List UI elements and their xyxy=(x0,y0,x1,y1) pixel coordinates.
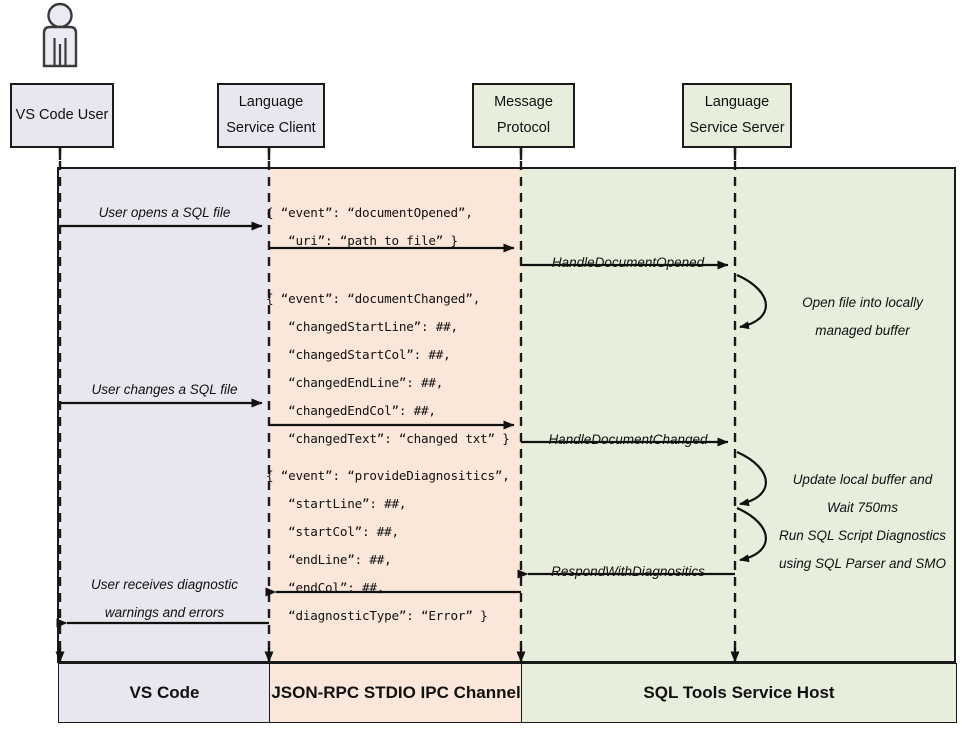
band-title-sql-tools-service-host[interactable]: SQL Tools Service Host xyxy=(521,663,957,723)
message-label-handle-document-changed: HandleDocumentChanged xyxy=(548,432,708,447)
note-open-file-line2: managed buffer xyxy=(815,323,910,338)
actor-label-line2: Service Server xyxy=(689,119,785,136)
json-payload-provide-diagnostics: { “event”: “provideDiagnositics”, “start… xyxy=(266,468,510,623)
actor-box-vs-code-user[interactable]: VS Code User xyxy=(10,83,114,148)
actor-label-line1: Message xyxy=(494,94,553,111)
actor-label-line1: VS Code User xyxy=(15,106,109,123)
json-payload-document-opened: { “event”: “documentOpened”, “uri”: “pat… xyxy=(266,205,473,248)
actor-label-line1: Language xyxy=(704,94,770,111)
band-title-vs-code[interactable]: VS Code xyxy=(58,663,271,723)
json-payload-document-changed: { “event”: “documentChanged”, “changedSt… xyxy=(266,291,510,446)
note-run-diagnostics-line2: using SQL Parser and SMO xyxy=(778,556,947,571)
band-label: JSON-RPC STDIO IPC Channel xyxy=(271,683,521,702)
background-bands xyxy=(57,167,956,663)
actor-box-message-protocol[interactable]: Message Protocol xyxy=(472,83,575,148)
actor-box-language-service-client[interactable]: Language Service Client xyxy=(217,83,325,148)
actor-person-icon xyxy=(42,2,78,68)
actor-label-line1: Language xyxy=(238,94,304,111)
message-arrows xyxy=(56,221,735,628)
message-label-user-opens-sql-file: User opens a SQL file xyxy=(98,205,231,220)
band-title-json-rpc-stdio-ipc-channel[interactable]: JSON-RPC STDIO IPC Channel xyxy=(269,663,523,723)
actor-label-line2: Protocol xyxy=(496,119,551,136)
band-label: SQL Tools Service Host xyxy=(643,683,835,702)
lifeline-terminators xyxy=(55,648,740,663)
message-label-user-receives-diagnostics-line2: warnings and errors xyxy=(104,605,225,620)
note-update-buffer-line2: Wait 750ms xyxy=(826,500,899,515)
band-label: VS Code xyxy=(129,683,200,702)
note-update-buffer-line1: Update local buffer and xyxy=(792,472,933,487)
actor-box-language-service-server[interactable]: Language Service Server xyxy=(682,83,792,148)
note-run-diagnostics-line1: Run SQL Script Diagnostics xyxy=(778,528,947,543)
message-label-handle-document-opened: HandleDocumentOpened xyxy=(551,255,705,270)
self-call-loops xyxy=(736,273,767,563)
self-loop-run-diagnostics xyxy=(736,506,767,563)
message-label-respond-with-diagnostics: RespondWithDiagnositics xyxy=(551,564,705,579)
self-loop-open-file xyxy=(736,273,767,330)
self-loop-update-buffer xyxy=(736,450,767,507)
note-open-file-line1: Open file into locally xyxy=(802,295,923,310)
message-label-user-changes-sql-file: User changes a SQL file xyxy=(91,382,238,397)
message-label-user-receives-diagnostics-line1: User receives diagnostic xyxy=(90,577,239,592)
lifeline-stubs xyxy=(58,145,737,160)
actor-label-line2: Service Client xyxy=(226,119,316,136)
